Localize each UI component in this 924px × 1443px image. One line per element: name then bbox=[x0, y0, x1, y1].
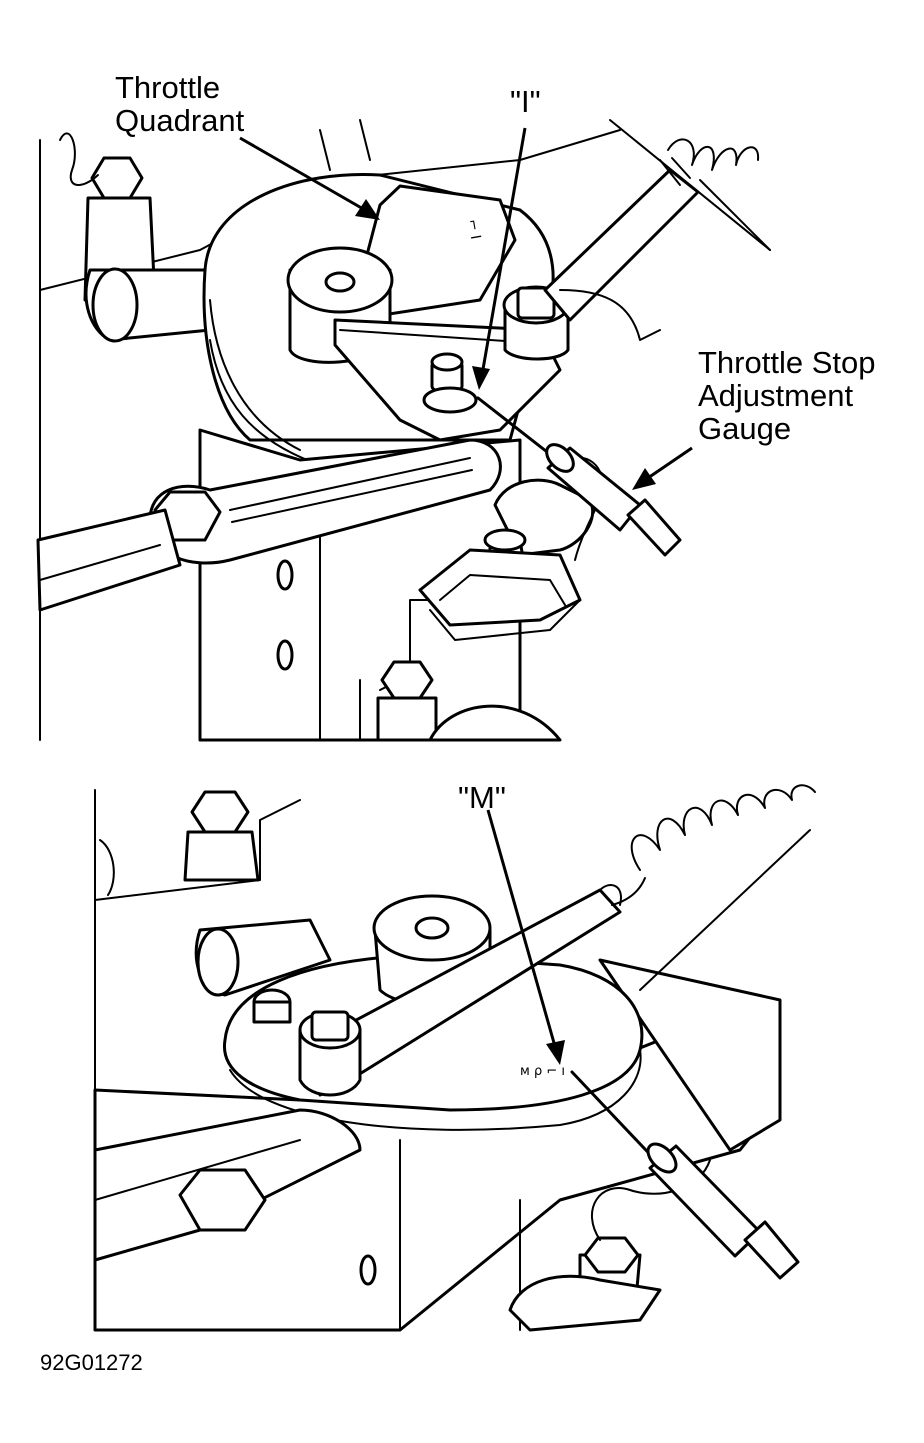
hex-bolt-icon bbox=[190, 790, 250, 834]
label-throttle-quadrant-line1: Throttle bbox=[115, 70, 220, 105]
top-view-drawing: ⌐ I bbox=[36, 119, 771, 742]
throttle-stop-gauge-tool bbox=[476, 396, 682, 557]
throttle-stop-gauge-tool bbox=[570, 1070, 800, 1280]
label-gauge-line3: Gauge bbox=[698, 411, 791, 446]
label-gauge-line2: Adjustment bbox=[698, 378, 853, 413]
hex-bolt-icon bbox=[380, 660, 434, 700]
svg-text:⌐ I: ⌐ I bbox=[464, 218, 483, 241]
spring-clip bbox=[508, 1274, 662, 1332]
svg-text:ᴍ ρ ⌐ ı: ᴍ ρ ⌐ ı bbox=[520, 1064, 565, 1079]
label-throttle-quadrant-line2: Quadrant bbox=[115, 103, 245, 138]
label-gauge-line1: Throttle Stop bbox=[698, 345, 875, 380]
bottom-view-drawing: ᴍ ρ ⌐ ı bbox=[93, 784, 816, 1332]
label-mark-m: "M" bbox=[458, 780, 506, 815]
mark-m-leader-line bbox=[486, 809, 558, 1051]
quadrant-leader-line bbox=[239, 136, 366, 212]
hex-bolt-icon bbox=[90, 156, 144, 200]
mark-i-leader-line bbox=[480, 127, 527, 376]
label-mark-i: "I" bbox=[510, 84, 541, 119]
figure-code: 92G01272 bbox=[40, 1350, 143, 1375]
gauge-leader-line bbox=[644, 446, 693, 482]
return-spring bbox=[611, 784, 816, 906]
return-spring bbox=[659, 138, 760, 186]
